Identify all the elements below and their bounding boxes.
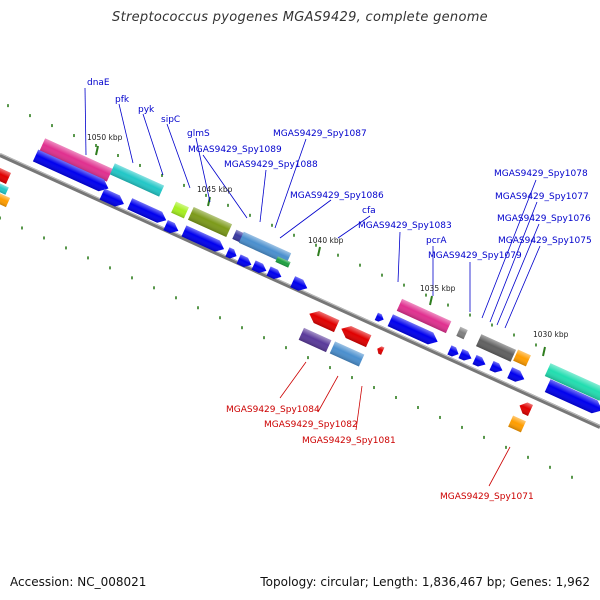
gene-label-spy1081: MGAS9429_Spy1081 bbox=[302, 436, 396, 446]
cds-feature bbox=[32, 149, 109, 192]
kbp-label-1040: 1040 kbp bbox=[308, 236, 344, 245]
cds-feature bbox=[251, 260, 267, 273]
leader-line bbox=[274, 138, 307, 229]
cds-feature bbox=[290, 276, 308, 291]
leader-line bbox=[84, 87, 87, 156]
gene-label-spy1089: MGAS9429_Spy1089 bbox=[188, 145, 282, 155]
leader-line bbox=[279, 361, 307, 399]
gene-label-pyk: pyk bbox=[138, 105, 155, 115]
kbp-major-tick bbox=[542, 346, 546, 357]
kbp-major-tick bbox=[429, 295, 433, 306]
gene-label-spy1088: MGAS9429_Spy1088 bbox=[224, 160, 318, 170]
gene-label-pfk: pfk bbox=[115, 95, 130, 105]
cds-feature bbox=[0, 188, 11, 208]
cds-feature bbox=[275, 256, 291, 268]
cds-feature bbox=[266, 266, 282, 279]
genome-summary-text: Topology: circular; Length: 1,836,467 bp… bbox=[260, 575, 590, 589]
gene-label-spy1078: MGAS9429_Spy1078 bbox=[494, 169, 588, 179]
gene-features bbox=[0, 138, 600, 433]
leader-line bbox=[279, 199, 332, 239]
cds-feature bbox=[181, 225, 225, 252]
cds-feature bbox=[447, 345, 459, 357]
leader-line bbox=[259, 169, 267, 223]
cds-feature bbox=[396, 298, 452, 334]
label-leader-lines bbox=[84, 87, 541, 487]
kbp-label-1030: 1030 kbp bbox=[533, 330, 569, 339]
leader-line bbox=[489, 201, 538, 323]
leader-line bbox=[142, 113, 164, 176]
cds-feature bbox=[377, 346, 385, 355]
leader-line bbox=[195, 137, 211, 203]
leader-line bbox=[504, 245, 541, 329]
cds-feature bbox=[238, 231, 292, 265]
gene-label-spy1084: MGAS9429_Spy1084 bbox=[226, 405, 320, 415]
cds-feature bbox=[458, 348, 472, 361]
gene-label-spy1071: MGAS9429_Spy1071 bbox=[440, 492, 534, 502]
cds-feature bbox=[329, 341, 365, 367]
cds-feature bbox=[0, 168, 11, 184]
leader-line bbox=[481, 179, 537, 319]
gene-label-spy1079: MGAS9429_Spy1079 bbox=[428, 251, 522, 261]
cds-feature bbox=[513, 349, 531, 367]
cds-feature bbox=[171, 201, 189, 219]
cds-feature bbox=[519, 402, 533, 416]
gene-label-sipC: sipC bbox=[161, 115, 180, 125]
kbp-major-tick bbox=[207, 196, 211, 207]
gene-label-pcrA: pcrA bbox=[426, 236, 447, 246]
gene-label-spy1082: MGAS9429_Spy1082 bbox=[264, 420, 358, 430]
gene-label-dnaE: dnaE bbox=[87, 78, 110, 88]
cds-feature bbox=[99, 188, 124, 207]
gene-label-spy1086: MGAS9429_Spy1086 bbox=[290, 191, 384, 201]
kbp-labels: 1050 kbp 1045 kbp 1040 kbp 1035 kbp 1030… bbox=[87, 133, 569, 339]
cds-feature bbox=[309, 311, 340, 333]
map-title: Streptococcus pyogenes MGAS9429, complet… bbox=[112, 10, 488, 25]
kbp-major-tick bbox=[95, 145, 99, 156]
kbp-major-tick bbox=[317, 246, 321, 257]
leader-line bbox=[317, 375, 339, 413]
cds-feature bbox=[489, 360, 503, 373]
cds-feature bbox=[127, 198, 167, 223]
cds-feature bbox=[374, 312, 384, 322]
leader-line bbox=[397, 231, 401, 283]
cds-feature bbox=[508, 415, 526, 433]
cds-feature bbox=[163, 220, 179, 234]
reverse-gene-labels: MGAS9429_Spy1084 MGAS9429_Spy1082 MGAS94… bbox=[226, 405, 534, 502]
leader-line bbox=[355, 385, 363, 431]
gene-label-spy1087: MGAS9429_Spy1087 bbox=[273, 129, 367, 139]
forward-gene-labels: dnaE pfk pyk sipC glmS MGAS9429_Spy1089 … bbox=[87, 78, 592, 261]
gene-label-spy1083: MGAS9429_Spy1083 bbox=[358, 221, 452, 231]
cds-feature bbox=[544, 379, 600, 414]
cds-feature bbox=[456, 326, 468, 340]
cds-feature bbox=[298, 327, 332, 353]
gene-label-spy1075: MGAS9429_Spy1075 bbox=[498, 236, 592, 246]
cds-feature bbox=[476, 334, 516, 362]
cds-feature bbox=[0, 179, 9, 195]
leader-line bbox=[337, 215, 371, 239]
cds-feature bbox=[187, 206, 233, 238]
tick-marks bbox=[0, 104, 573, 479]
cds-feature bbox=[225, 247, 237, 259]
leader-line bbox=[118, 103, 134, 164]
gene-label-spy1077: MGAS9429_Spy1077 bbox=[495, 192, 589, 202]
cds-feature bbox=[39, 138, 113, 182]
cds-feature bbox=[109, 163, 165, 197]
cds-feature bbox=[472, 354, 486, 367]
leader-line bbox=[496, 223, 540, 326]
gene-label-glmS: glmS bbox=[187, 129, 210, 139]
cds-feature bbox=[387, 314, 438, 345]
cds-feature bbox=[544, 363, 600, 401]
kbp-label-1045: 1045 kbp bbox=[197, 185, 233, 194]
accession-text: Accession: NC_008021 bbox=[10, 575, 147, 589]
gene-label-cfa: cfa bbox=[362, 206, 376, 216]
leader-line bbox=[202, 154, 248, 219]
cds-feature bbox=[341, 326, 372, 348]
cds-feature bbox=[507, 367, 525, 382]
leader-line bbox=[488, 446, 511, 487]
cds-feature bbox=[236, 254, 252, 267]
kbp-label-1035: 1035 kbp bbox=[420, 284, 456, 293]
gene-label-spy1076: MGAS9429_Spy1076 bbox=[497, 214, 591, 224]
leader-line bbox=[166, 123, 191, 189]
kbp-label-1050: 1050 kbp bbox=[87, 133, 123, 142]
